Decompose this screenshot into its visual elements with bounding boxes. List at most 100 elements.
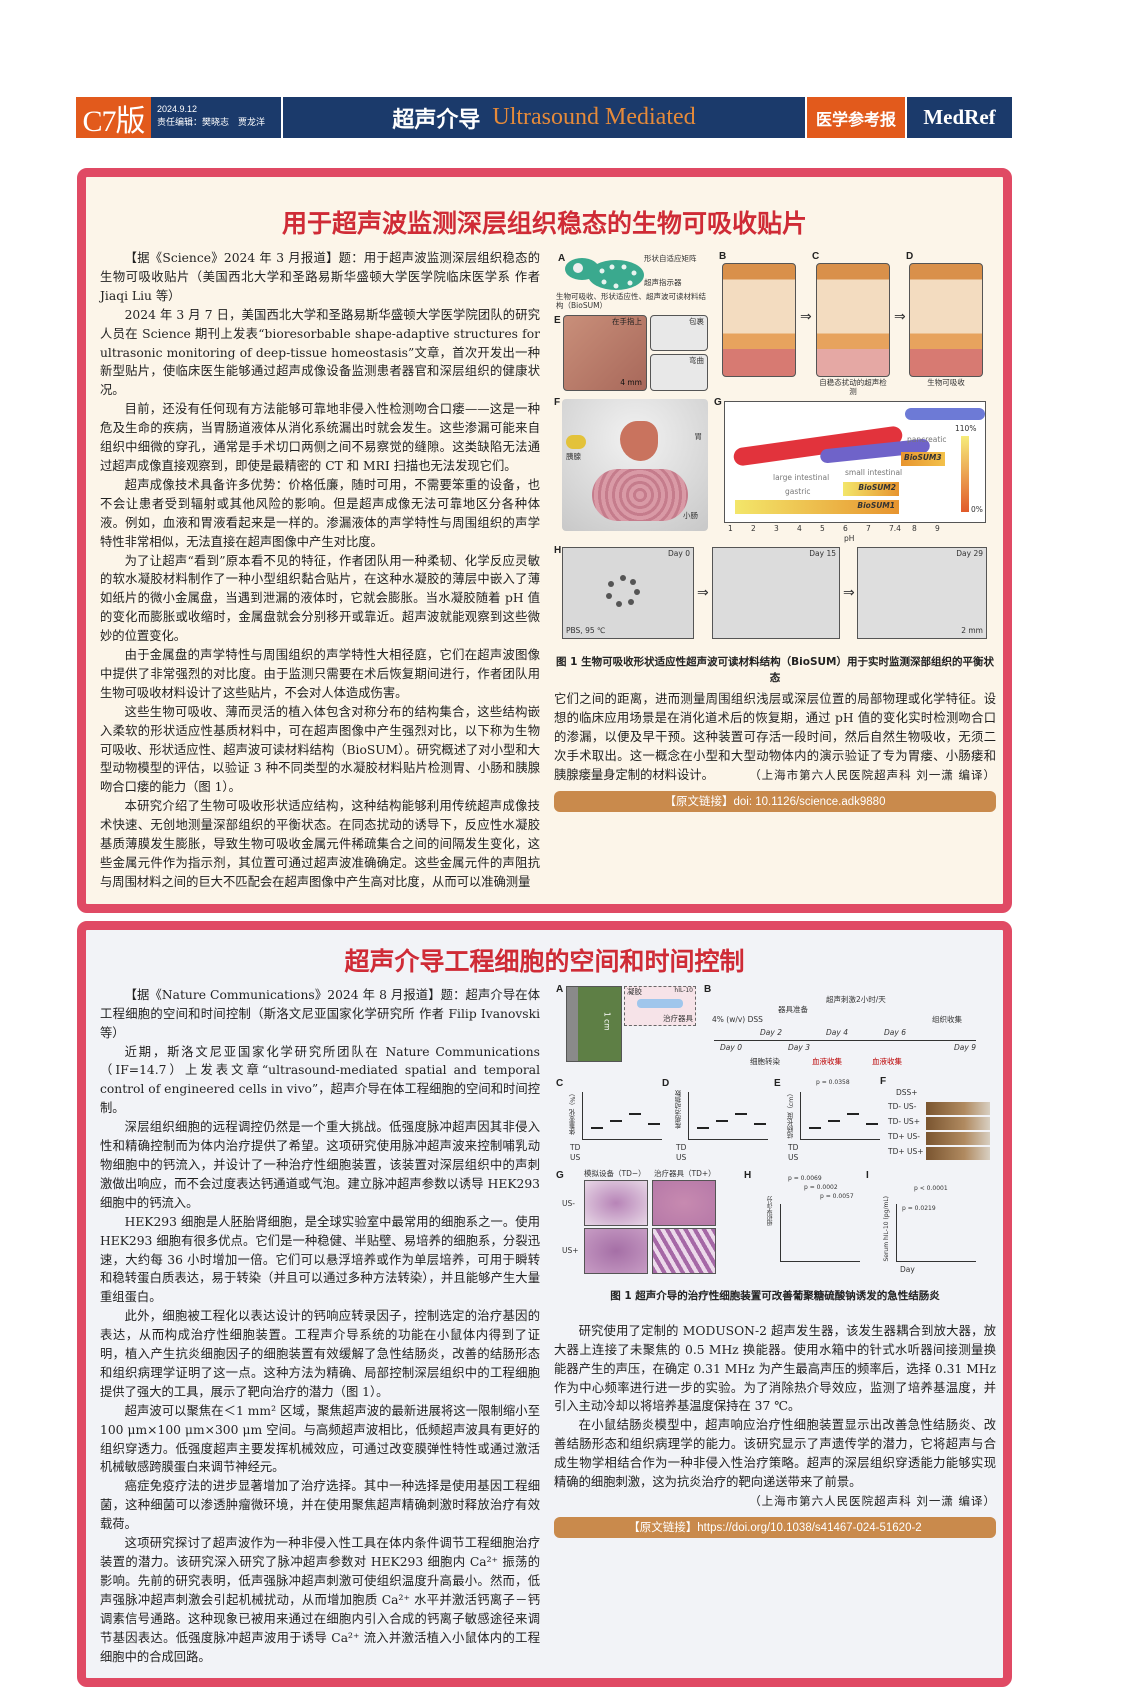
page-header: C7版 2024.9.12 责任编辑：樊晓志 贾龙洋 超声介导 Ultrasou… (76, 97, 1012, 138)
histology-image (584, 1179, 648, 1226)
paragraph: 深层组织细胞的远程调控仍然是一个重大挑战。低强度脉冲超声因其非侵入性和精确控制而… (100, 1120, 540, 1210)
arrow-icon: ⇒ (800, 309, 812, 325)
panel-label: C (812, 251, 820, 262)
source-link[interactable]: 【原文链接】doi: 10.1126/science.adk9880 (554, 790, 996, 812)
panel-label: I (866, 1169, 869, 1181)
timeline-day: Day 6 (884, 1027, 906, 1037)
group-label: TD- US+ (888, 1116, 920, 1126)
dot-plot-axes (800, 1091, 880, 1140)
axis-label: 组织学评分 (767, 1195, 774, 1226)
article-ultrasound-cells: 超声介导工程细胞的空间和时间控制 【据《Nature Communication… (77, 920, 1012, 1688)
panel-label: H (554, 545, 562, 556)
paragraph: 【据《Science》2024 年 3 月报道】题：用于超声波监测深层组织稳态的… (100, 251, 540, 303)
ph-tick: 4 (797, 524, 802, 533)
ph-tick: 1 (728, 524, 733, 533)
fig-label: p = 0.0057 (820, 1192, 854, 1200)
panel-label: E (554, 315, 561, 326)
section-title-en: Ultrasound Mediated (492, 104, 696, 130)
fig-label: 形状自适应矩阵 (644, 254, 697, 263)
paragraph: 这些生物可吸收、薄而灵活的植入体包含对称分布的结构集合，这些结构嵌入柔软的形状适… (100, 704, 540, 795)
group-label: TD (788, 1142, 799, 1152)
axis-label: 疾病活动指数 (675, 1089, 683, 1129)
fig-label: 胃 (694, 432, 703, 441)
panel-label: B (704, 983, 712, 995)
fig-label: 2 mm (961, 626, 983, 636)
photo-bend: 弯曲 (650, 354, 708, 391)
fig-label: 4% (w/v) DSS (712, 1014, 763, 1024)
ph-tick: 7.4 (889, 524, 901, 533)
source-link[interactable]: 【原文链接】https://doi.org/10.1038/s41467-024… (554, 1516, 996, 1538)
fig-label: 0% (971, 505, 983, 514)
paragraph: 超声波可以聚焦在＜1 mm² 区域，聚焦超声波的最新进展将这一限制缩小至 100… (100, 1403, 540, 1475)
tissue-diagram-b (722, 263, 796, 377)
fig-label: p = 0.0069 (788, 1174, 822, 1182)
article-body-right: 它们之间的距离，进而测量周围组织浅层或深层位置的局部物理或化学特征。设想的临床应… (554, 690, 996, 785)
tissue-diagram-c (816, 263, 890, 377)
fig-label: BioSUM2 (858, 483, 896, 492)
mean-marker (809, 1126, 821, 1129)
paper-name: 医学参考报 (805, 97, 905, 138)
dot-plot-axes (688, 1091, 768, 1140)
colon-photo (926, 1116, 990, 1130)
arrow-icon: ⇒ (697, 585, 709, 601)
ph-tick: 6 (843, 524, 848, 533)
fig-label: pancreatic (907, 435, 947, 444)
ph-tick: 3 (774, 524, 779, 533)
section-title-cn: 超声介导 (392, 106, 481, 133)
panel-label: F (554, 397, 561, 408)
histology-image (652, 1227, 716, 1274)
mean-marker (629, 1112, 641, 1115)
editors: 责任编辑：樊晓志 贾龙洋 (157, 117, 266, 127)
paragraph: HEK293 细胞是人胚胎肾细胞，是全球实验室中最常用的细胞系之一。使用 HEK… (100, 1214, 540, 1305)
article-biosum: 用于超声波监测深层组织稳态的生物可吸收贴片 【据《Science》2024 年 … (77, 168, 1012, 913)
fig-label: Day 29 (956, 549, 983, 558)
fig-label: 在手指上 (612, 317, 642, 326)
fig-label: p < 0.0001 (914, 1184, 948, 1192)
fig-label: 110% (955, 424, 977, 433)
ph-tick: 8 (912, 524, 917, 533)
ph-tick: 9 (935, 524, 940, 533)
group-label: US (570, 1152, 581, 1162)
fig-label: 自稳态扰动的超声检测 (819, 378, 887, 396)
group-label: TD+ US+ (888, 1146, 924, 1156)
mean-marker (828, 1119, 840, 1122)
fig-label: 组织收集 (932, 1014, 962, 1024)
histology-image (652, 1179, 716, 1226)
issue-date: 2024.9.12 (157, 104, 198, 114)
fig-label: Day 0 (668, 549, 690, 558)
panel-label: A (556, 983, 564, 995)
paragraph: 它们之间的距离，进而测量周围组织浅层或深层位置的局部物理或化学特征。设想的临床应… (554, 692, 996, 782)
ph-tick: 5 (820, 524, 825, 533)
group-label: US (676, 1152, 687, 1162)
timeline-axis (714, 1039, 976, 1041)
axis-label: pH (844, 534, 855, 543)
panel-label: F (880, 1075, 887, 1087)
panel-label: A (558, 253, 566, 264)
ph-range-chart: BioSUM1 BioSUM2 BioSUM3 gastric small in… (724, 401, 986, 523)
fig-label: large intestinal (773, 473, 830, 482)
paragraph: 本研究介绍了生物可吸收形状适应结构，这种结构能够利用传统超声成像技术快速、无创地… (100, 799, 540, 889)
mean-marker (735, 1112, 747, 1115)
ultrasound-day15: Day 15 (712, 547, 840, 639)
colon-photo (926, 1146, 990, 1160)
group-label: US (788, 1152, 799, 1162)
paragraph: 2024 年 3 月 7 日，美国西北大学和圣路易斯华盛顿大学医学院团队的研究人… (100, 307, 540, 398)
articles: 用于超声波监测深层组织稳态的生物可吸收贴片 【据《Science》2024 年 … (77, 168, 1012, 1695)
header-meta: 2024.9.12 责任编辑：樊晓志 贾龙洋 (151, 97, 283, 138)
group-label: TD (570, 1142, 581, 1152)
fig-label: p = 0.0002 (804, 1183, 838, 1191)
article-right-column: A 形状自适应矩阵 超声指示器 生物可吸收、形状适应性、超声波可读材料结构（Bi… (554, 249, 996, 812)
fig-label: 凝胶 (627, 986, 642, 996)
histology-image (584, 1227, 648, 1274)
fig-label: gastric (785, 487, 811, 496)
dot-plot-axes (896, 1203, 976, 1262)
tissue-diagram-d (909, 263, 983, 377)
translator-credit: （上海市第六人民医院超声科 刘一潇 编译） (749, 767, 996, 782)
brand-logo: MedRef (905, 97, 1012, 138)
group-label: TD- US- (888, 1101, 917, 1111)
photo-device-ruler: 1 cm (566, 985, 622, 1062)
device-schematic: 凝胶 hIL-10 治疗器具 (624, 985, 696, 1026)
timeline-day: Day 0 (720, 1042, 742, 1052)
fig-label: 4 mm (620, 378, 642, 388)
